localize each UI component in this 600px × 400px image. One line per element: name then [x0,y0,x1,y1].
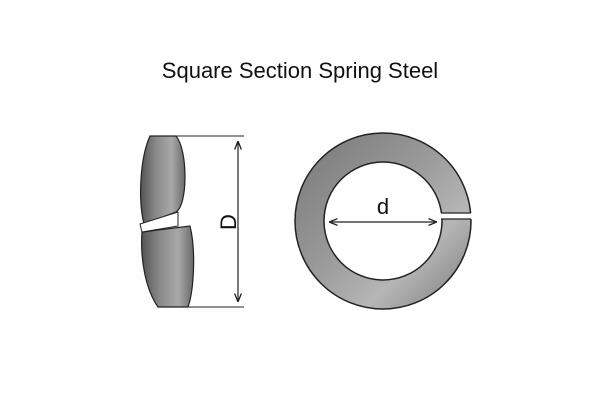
washer-side-lower [141,225,195,308]
outer-diameter-label: D [216,214,241,230]
washer-side-view: D [139,135,244,308]
washer-ring [294,132,472,310]
washer-split-gap [139,211,179,233]
washer-ring-split [440,213,474,219]
diagram-title: Square Section Spring Steel [161,58,439,83]
washer-side-upper [140,135,186,225]
inner-diameter-label: d [377,194,389,219]
washer-top-view: d [294,132,474,310]
